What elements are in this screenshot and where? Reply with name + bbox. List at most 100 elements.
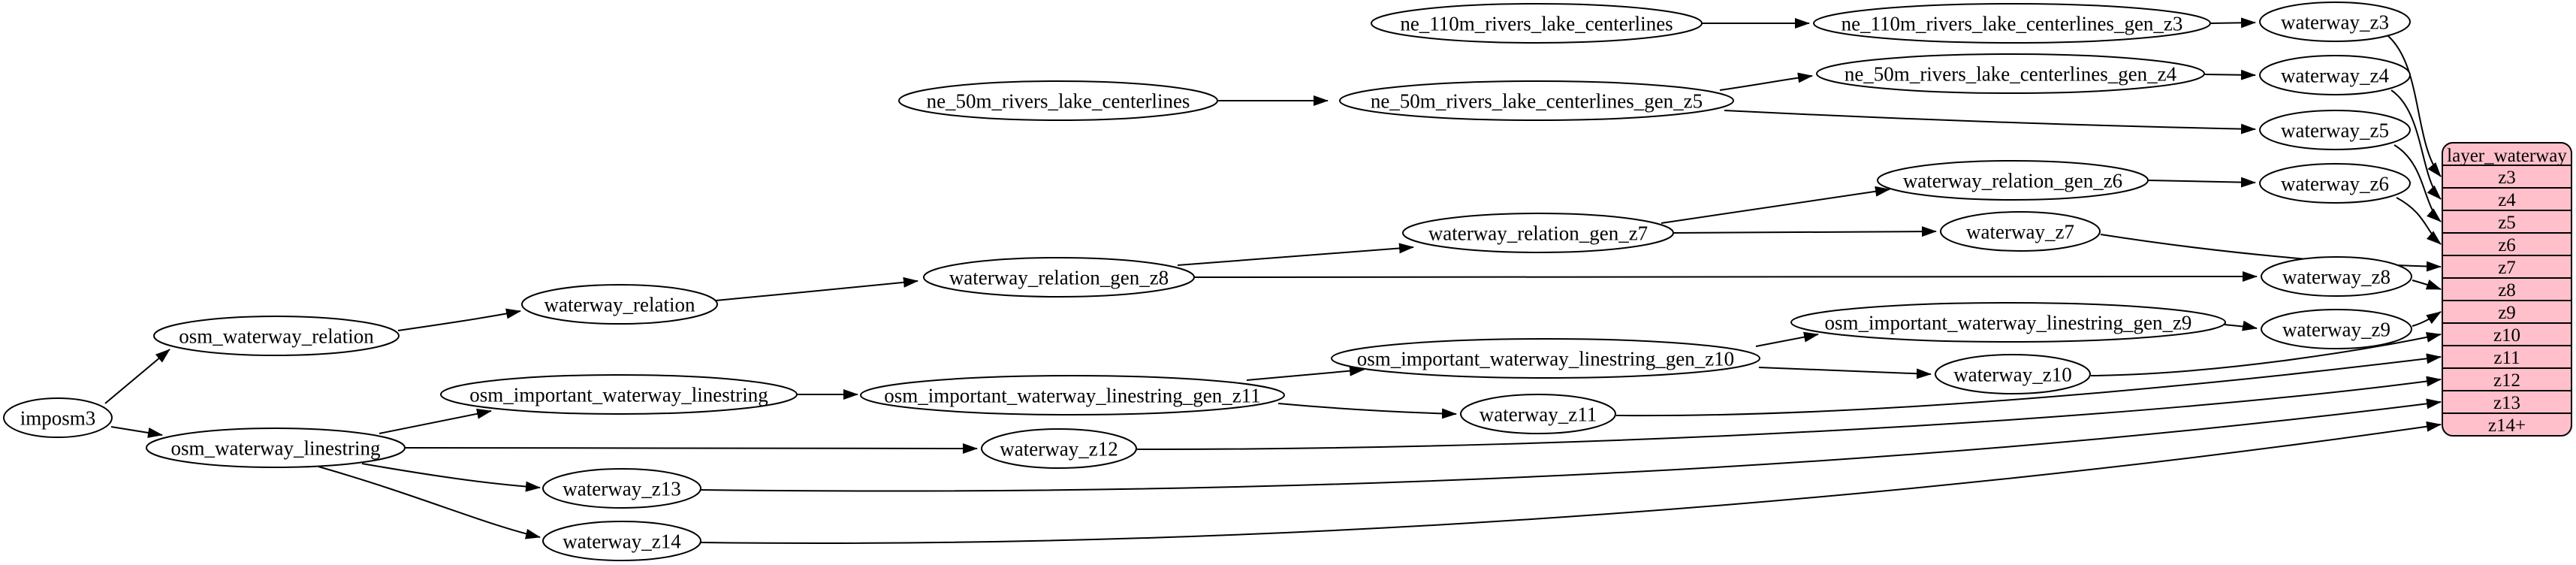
node-osm-waterway-linestring-label: osm_waterway_linestring bbox=[171, 437, 381, 459]
node-waterway-z7-shape bbox=[1940, 211, 2101, 252]
edge-gen-z8-waterway-z8 bbox=[1193, 271, 2258, 282]
table-row-z8: z8 bbox=[2498, 280, 2516, 301]
node-waterway-relation-gen-z6-shape bbox=[1877, 160, 2149, 201]
table-row-z11: z11 bbox=[2493, 348, 2520, 368]
table-row-z12: z12 bbox=[2493, 370, 2520, 391]
node-osm-important-waterway-linestring-shape bbox=[440, 374, 798, 415]
edge-gen-z10-waterway-z10 bbox=[1758, 367, 1932, 379]
edge-gen-z6-waterway-z6 bbox=[2147, 177, 2256, 188]
edge-imposm3-osm-waterway-linestring bbox=[110, 426, 163, 438]
node-waterway-z9-shape bbox=[2261, 309, 2412, 349]
edge-gen-z5-waterway-z5 bbox=[1724, 110, 2256, 134]
edge-waterway-z14-table-z14plus bbox=[699, 421, 2442, 544]
table-row-z3: z3 bbox=[2498, 168, 2516, 188]
node-waterway-z3: waterway_z3 bbox=[2259, 2, 2411, 42]
edge-waterway-z12-table-z12 bbox=[1136, 376, 2442, 451]
node-waterway-z5: waterway_z5 bbox=[2259, 110, 2411, 150]
node-waterway-z6-shape bbox=[2259, 163, 2411, 204]
edge-waterway-z3-table-z3 bbox=[2387, 35, 2442, 177]
edge-waterway-z10-table-z10 bbox=[2090, 332, 2442, 376]
node-waterway-z8-shape bbox=[2261, 256, 2412, 297]
edge-gen-z11-gen-z10 bbox=[1246, 365, 1365, 381]
node-waterway-z8: waterway_z8 bbox=[2261, 256, 2412, 297]
node-waterway-z14: waterway_z14 bbox=[542, 521, 701, 561]
node-waterway-z10-label: waterway_z10 bbox=[1953, 363, 2071, 385]
edge-waterway-relation-gen-z8 bbox=[715, 276, 918, 301]
edge-waterway-z8-table-z8 bbox=[2412, 279, 2442, 290]
node-osm-waterway-relation-label: osm_waterway_relation bbox=[179, 325, 374, 347]
node-ne-110m-rivers-lake-centerlines-label: ne_110m_rivers_lake_centerlines bbox=[1400, 12, 1673, 35]
table-row-z7: z7 bbox=[2498, 258, 2516, 278]
edge-osm-waterway-linestring-waterway-z13 bbox=[361, 463, 541, 492]
node-imposm3-shape bbox=[3, 397, 113, 438]
node-waterway-z13-shape bbox=[542, 468, 701, 509]
node-osm-important-waterway-linestring-gen-z9-label: osm_important_waterway_linestring_gen_z9 bbox=[1825, 311, 2192, 334]
node-osm-waterway-relation: osm_waterway_relation bbox=[153, 316, 400, 356]
table-row-z14plus: z14+ bbox=[2488, 415, 2526, 436]
edge-imposm3-osm-waterway-relation bbox=[104, 349, 170, 404]
edge-gen-z11-waterway-z11 bbox=[1277, 403, 1457, 419]
edge-waterway-z9-table-z9 bbox=[2412, 311, 2442, 327]
layer-waterway-table-separators bbox=[2442, 165, 2571, 414]
node-waterway-z11-label: waterway_z11 bbox=[1480, 403, 1597, 425]
node-osm-important-waterway-linestring-gen-z9-shape bbox=[1790, 302, 2226, 343]
node-osm-waterway-relation-shape bbox=[153, 316, 400, 356]
node-waterway-z11-shape bbox=[1460, 394, 1616, 434]
node-ne-110m-rivers-lake-centerlines: ne_110m_rivers_lake_centerlines bbox=[1371, 3, 1703, 44]
node-waterway-z9-label: waterway_z9 bbox=[2282, 318, 2390, 340]
node-waterway-relation-gen-z7: waterway_relation_gen_z7 bbox=[1402, 213, 1674, 253]
node-ne-110m-rivers-lake-centerlines-gen-z3-label: ne_110m_rivers_lake_centerlines_gen_z3 bbox=[1842, 12, 2183, 35]
edge-gen-z7-gen-z6 bbox=[1661, 186, 1890, 224]
node-osm-important-waterway-linestring-gen-z9: osm_important_waterway_linestring_gen_z9 bbox=[1790, 302, 2226, 343]
edge-gen-z4-waterway-z4 bbox=[2203, 69, 2256, 80]
node-osm-waterway-linestring-shape bbox=[146, 428, 406, 468]
node-waterway-relation: waterway_relation bbox=[521, 284, 718, 325]
edge-osm-waterway-linestring-waterway-z14 bbox=[318, 466, 541, 539]
layer-waterway-table-title: layer_waterway bbox=[2447, 146, 2567, 166]
edge-osm-waterway-relation-waterway-relation bbox=[397, 308, 521, 331]
layer-waterway-table: layer_waterway z3 z4 z5 z6 z7 z8 z9 z10 … bbox=[2442, 142, 2572, 437]
edge-waterway-z6-table-z6 bbox=[2396, 197, 2442, 245]
edge-osm-waterway-linestring-waterway-z12 bbox=[405, 443, 978, 454]
node-ne-50m-rivers-lake-centerlines: ne_50m_rivers_lake_centerlines bbox=[898, 80, 1218, 121]
edge-waterway-z7-table-z7 bbox=[2100, 234, 2442, 272]
node-waterway-z6: waterway_z6 bbox=[2259, 163, 2411, 204]
node-ne-110m-rivers-lake-centerlines-gen-z3: ne_110m_rivers_lake_centerlines_gen_z3 bbox=[1813, 3, 2211, 44]
node-osm-important-waterway-linestring-gen-z10-label: osm_important_waterway_linestring_gen_z1… bbox=[1357, 347, 1734, 370]
edge-gen-z7-waterway-z7 bbox=[1673, 226, 1937, 237]
table-row-z6: z6 bbox=[2498, 235, 2516, 255]
layer-waterway-table-body bbox=[2442, 142, 2572, 437]
edges bbox=[104, 17, 2442, 544]
node-waterway-z5-shape bbox=[2259, 110, 2411, 150]
node-imposm3: imposm3 bbox=[3, 397, 113, 438]
node-waterway-z12-shape bbox=[981, 428, 1137, 469]
node-waterway-z14-shape bbox=[542, 521, 701, 561]
node-waterway-z10: waterway_z10 bbox=[1935, 354, 2091, 394]
node-waterway-z6-label: waterway_z6 bbox=[2281, 172, 2389, 195]
node-waterway-z9: waterway_z9 bbox=[2261, 309, 2412, 349]
node-waterway-z8-label: waterway_z8 bbox=[2282, 265, 2390, 288]
node-imposm3-label: imposm3 bbox=[20, 406, 96, 429]
node-ne-50m-rivers-lake-centerlines-gen-z5-label: ne_50m_rivers_lake_centerlines_gen_z5 bbox=[1371, 89, 1703, 112]
edge-waterway-z4-table-z4 bbox=[2390, 89, 2442, 200]
node-waterway-z10-shape bbox=[1935, 354, 2091, 394]
node-ne-50m-rivers-lake-centerlines-gen-z4: ne_50m_rivers_lake_centerlines_gen_z4 bbox=[1816, 53, 2205, 94]
node-ne-110m-rivers-lake-centerlines-shape bbox=[1371, 3, 1703, 44]
table-row-z4: z4 bbox=[2498, 190, 2516, 210]
node-waterway-relation-gen-z6: waterway_relation_gen_z6 bbox=[1877, 160, 2149, 201]
node-waterway-z3-shape bbox=[2259, 2, 2411, 42]
node-waterway-z4: waterway_z4 bbox=[2259, 55, 2411, 95]
node-osm-important-waterway-linestring-gen-z10: osm_important_waterway_linestring_gen_z1… bbox=[1331, 338, 1760, 379]
node-waterway-z12: waterway_z12 bbox=[981, 428, 1137, 469]
node-osm-important-waterway-linestring: osm_important_waterway_linestring bbox=[440, 374, 798, 415]
node-ne-50m-rivers-lake-centerlines-gen-z5: ne_50m_rivers_lake_centerlines_gen_z5 bbox=[1339, 80, 1734, 121]
node-waterway-relation-gen-z8-label: waterway_relation_gen_z8 bbox=[949, 266, 1169, 289]
node-ne-50m-rivers-lake-centerlines-gen-z5-shape bbox=[1339, 80, 1734, 121]
node-waterway-z12-label: waterway_z12 bbox=[1000, 437, 1118, 460]
node-waterway-z7-label: waterway_z7 bbox=[1966, 220, 2074, 243]
node-waterway-z7: waterway_z7 bbox=[1940, 211, 2101, 252]
node-osm-waterway-linestring: osm_waterway_linestring bbox=[146, 428, 406, 468]
node-osm-important-waterway-linestring-gen-z10-shape bbox=[1331, 338, 1760, 379]
